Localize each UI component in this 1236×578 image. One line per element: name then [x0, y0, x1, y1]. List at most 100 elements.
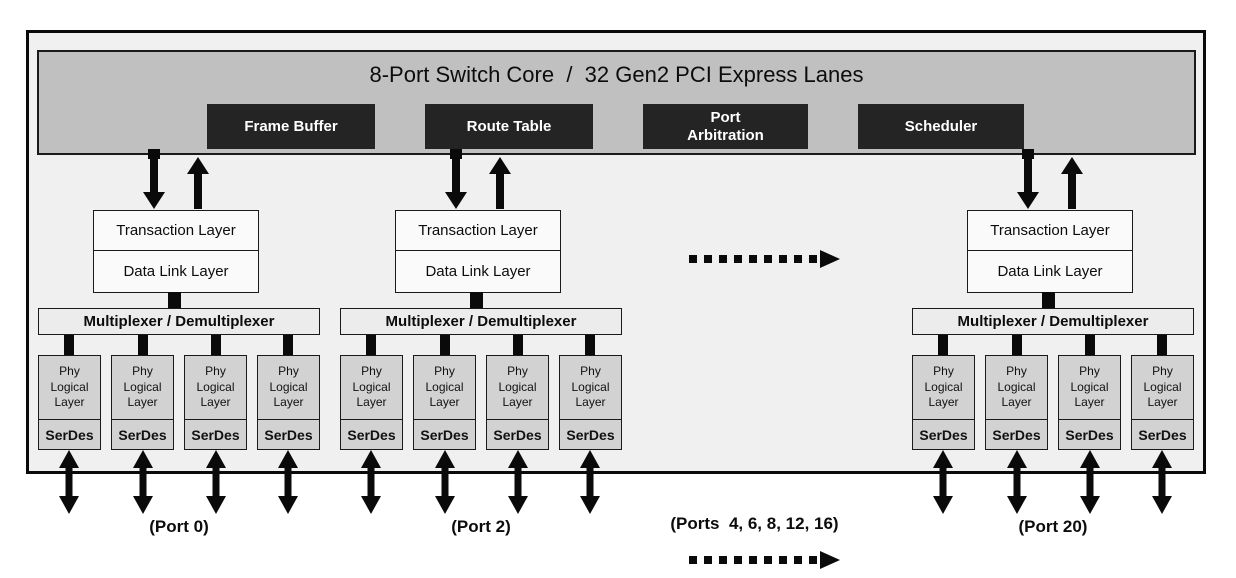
- mux-phy-connector: [283, 335, 293, 356]
- phy-logical-layer-box: Phy Logical Layer: [1132, 356, 1193, 420]
- port-group-2: Transaction Layer Data Link Layer Multip…: [340, 149, 622, 552]
- mux-phy-connector: [366, 335, 376, 356]
- port-label: (Port 2): [451, 517, 511, 536]
- dotted-right-arrow-icon: [689, 551, 840, 569]
- down-arrow-icon: [143, 157, 165, 209]
- core-title: 8-Port Switch Core / 32 Gen2 PCI Express…: [369, 62, 864, 87]
- phy-logical-layer-box: Phy Logical Layer: [1059, 356, 1120, 420]
- serdes-box: SerDes: [191, 426, 240, 443]
- transaction-layer-box: Transaction Layer: [94, 211, 258, 251]
- bidirectional-arrow-icon: [361, 450, 381, 514]
- route-table-label: Route Table: [466, 117, 552, 135]
- bidirectional-arrow-icon: [508, 450, 528, 514]
- dotted-right-arrow-icon: [689, 250, 840, 268]
- mux-phy-connector: [1157, 335, 1167, 356]
- route-table-block: Route Table: [425, 104, 593, 149]
- ellipsis-ports-label: (Ports 4, 6, 8, 12, 16): [670, 514, 839, 533]
- mux-phy-connector: [440, 335, 450, 356]
- port-group-20: Transaction Layer Data Link Layer Multip…: [912, 149, 1194, 552]
- mux-phy-connector: [1012, 335, 1022, 356]
- up-arrow-icon: [187, 157, 209, 209]
- phy-logical-layer-box: Phy Logical Layer: [560, 356, 621, 420]
- bidirectional-arrow-icon: [580, 450, 600, 514]
- bidirectional-arrow-icon: [133, 450, 153, 514]
- phy-logical-layer-box: Phy Logical Layer: [341, 356, 402, 420]
- data-link-layer-box: Data Link Layer: [425, 263, 531, 280]
- stack-mux-connector: [168, 292, 181, 308]
- frame-buffer-block: Frame Buffer: [207, 104, 375, 149]
- switch-core-bar: 8-Port Switch Core / 32 Gen2 PCI Express…: [37, 50, 1196, 155]
- mux-phy-connector: [513, 335, 523, 356]
- data-link-layer-box: Data Link Layer: [997, 263, 1103, 280]
- mux-phy-connector: [138, 335, 148, 356]
- port-label: (Port 0): [149, 517, 209, 536]
- transaction-layer-box: Transaction Layer: [396, 211, 560, 251]
- phy-logical-layer-box: Phy Logical Layer: [414, 356, 475, 420]
- scheduler-label: Scheduler: [904, 117, 978, 135]
- core-connector-square: [148, 149, 160, 159]
- stack-mux-connector: [470, 292, 483, 308]
- data-link-layer-box: Data Link Layer: [123, 263, 229, 280]
- serdes-box: SerDes: [264, 426, 313, 443]
- up-arrow-icon: [1061, 157, 1083, 209]
- mux-demux-box: Multiplexer / Demultiplexer: [340, 308, 622, 335]
- serdes-box: SerDes: [1065, 426, 1114, 443]
- layer-stack: Transaction Layer Data Link Layer: [395, 210, 561, 293]
- core-connector-square: [1022, 149, 1034, 159]
- port-group-0: Transaction Layer Data Link Layer Multip…: [38, 149, 320, 552]
- port-arbitration-label: Port Arbitration: [687, 109, 764, 144]
- serdes-box: SerDes: [45, 426, 94, 443]
- scheduler-block: Scheduler: [858, 104, 1024, 149]
- up-arrow-icon: [489, 157, 511, 209]
- transaction-layer-box: Transaction Layer: [968, 211, 1132, 251]
- port-label: (Port 20): [1018, 517, 1088, 536]
- mux-phy-connector: [585, 335, 595, 356]
- bidirectional-arrow-icon: [435, 450, 455, 514]
- serdes-box: SerDes: [118, 426, 167, 443]
- mux-phy-connector: [1085, 335, 1095, 356]
- layer-stack: Transaction Layer Data Link Layer: [93, 210, 259, 293]
- bidirectional-arrow-icon: [278, 450, 298, 514]
- phy-logical-layer-box: Phy Logical Layer: [913, 356, 974, 420]
- mux-phy-connector: [938, 335, 948, 356]
- phy-logical-layer-box: Phy Logical Layer: [487, 356, 548, 420]
- bidirectional-arrow-icon: [206, 450, 226, 514]
- stack-mux-connector: [1042, 292, 1055, 308]
- serdes-box: SerDes: [493, 426, 542, 443]
- phy-logical-layer-box: Phy Logical Layer: [39, 356, 100, 420]
- bidirectional-arrow-icon: [1080, 450, 1100, 514]
- bidirectional-arrow-icon: [1007, 450, 1027, 514]
- mux-demux-box: Multiplexer / Demultiplexer: [912, 308, 1194, 335]
- serdes-box: SerDes: [420, 426, 469, 443]
- down-arrow-icon: [445, 157, 467, 209]
- mux-phy-connector: [64, 335, 74, 356]
- core-connector-square: [450, 149, 462, 159]
- down-arrow-icon: [1017, 157, 1039, 209]
- layer-stack: Transaction Layer Data Link Layer: [967, 210, 1133, 293]
- mux-demux-box: Multiplexer / Demultiplexer: [38, 308, 320, 335]
- serdes-box: SerDes: [992, 426, 1041, 443]
- phy-logical-layer-box: Phy Logical Layer: [258, 356, 319, 420]
- serdes-box: SerDes: [347, 426, 396, 443]
- bidirectional-arrow-icon: [1152, 450, 1172, 514]
- bidirectional-arrow-icon: [59, 450, 79, 514]
- phy-logical-layer-box: Phy Logical Layer: [185, 356, 246, 420]
- phy-logical-layer-box: Phy Logical Layer: [112, 356, 173, 420]
- serdes-box: SerDes: [566, 426, 615, 443]
- serdes-box: SerDes: [1138, 426, 1187, 443]
- frame-buffer-label: Frame Buffer: [244, 117, 338, 135]
- port-arbitration-block: Port Arbitration: [643, 104, 808, 149]
